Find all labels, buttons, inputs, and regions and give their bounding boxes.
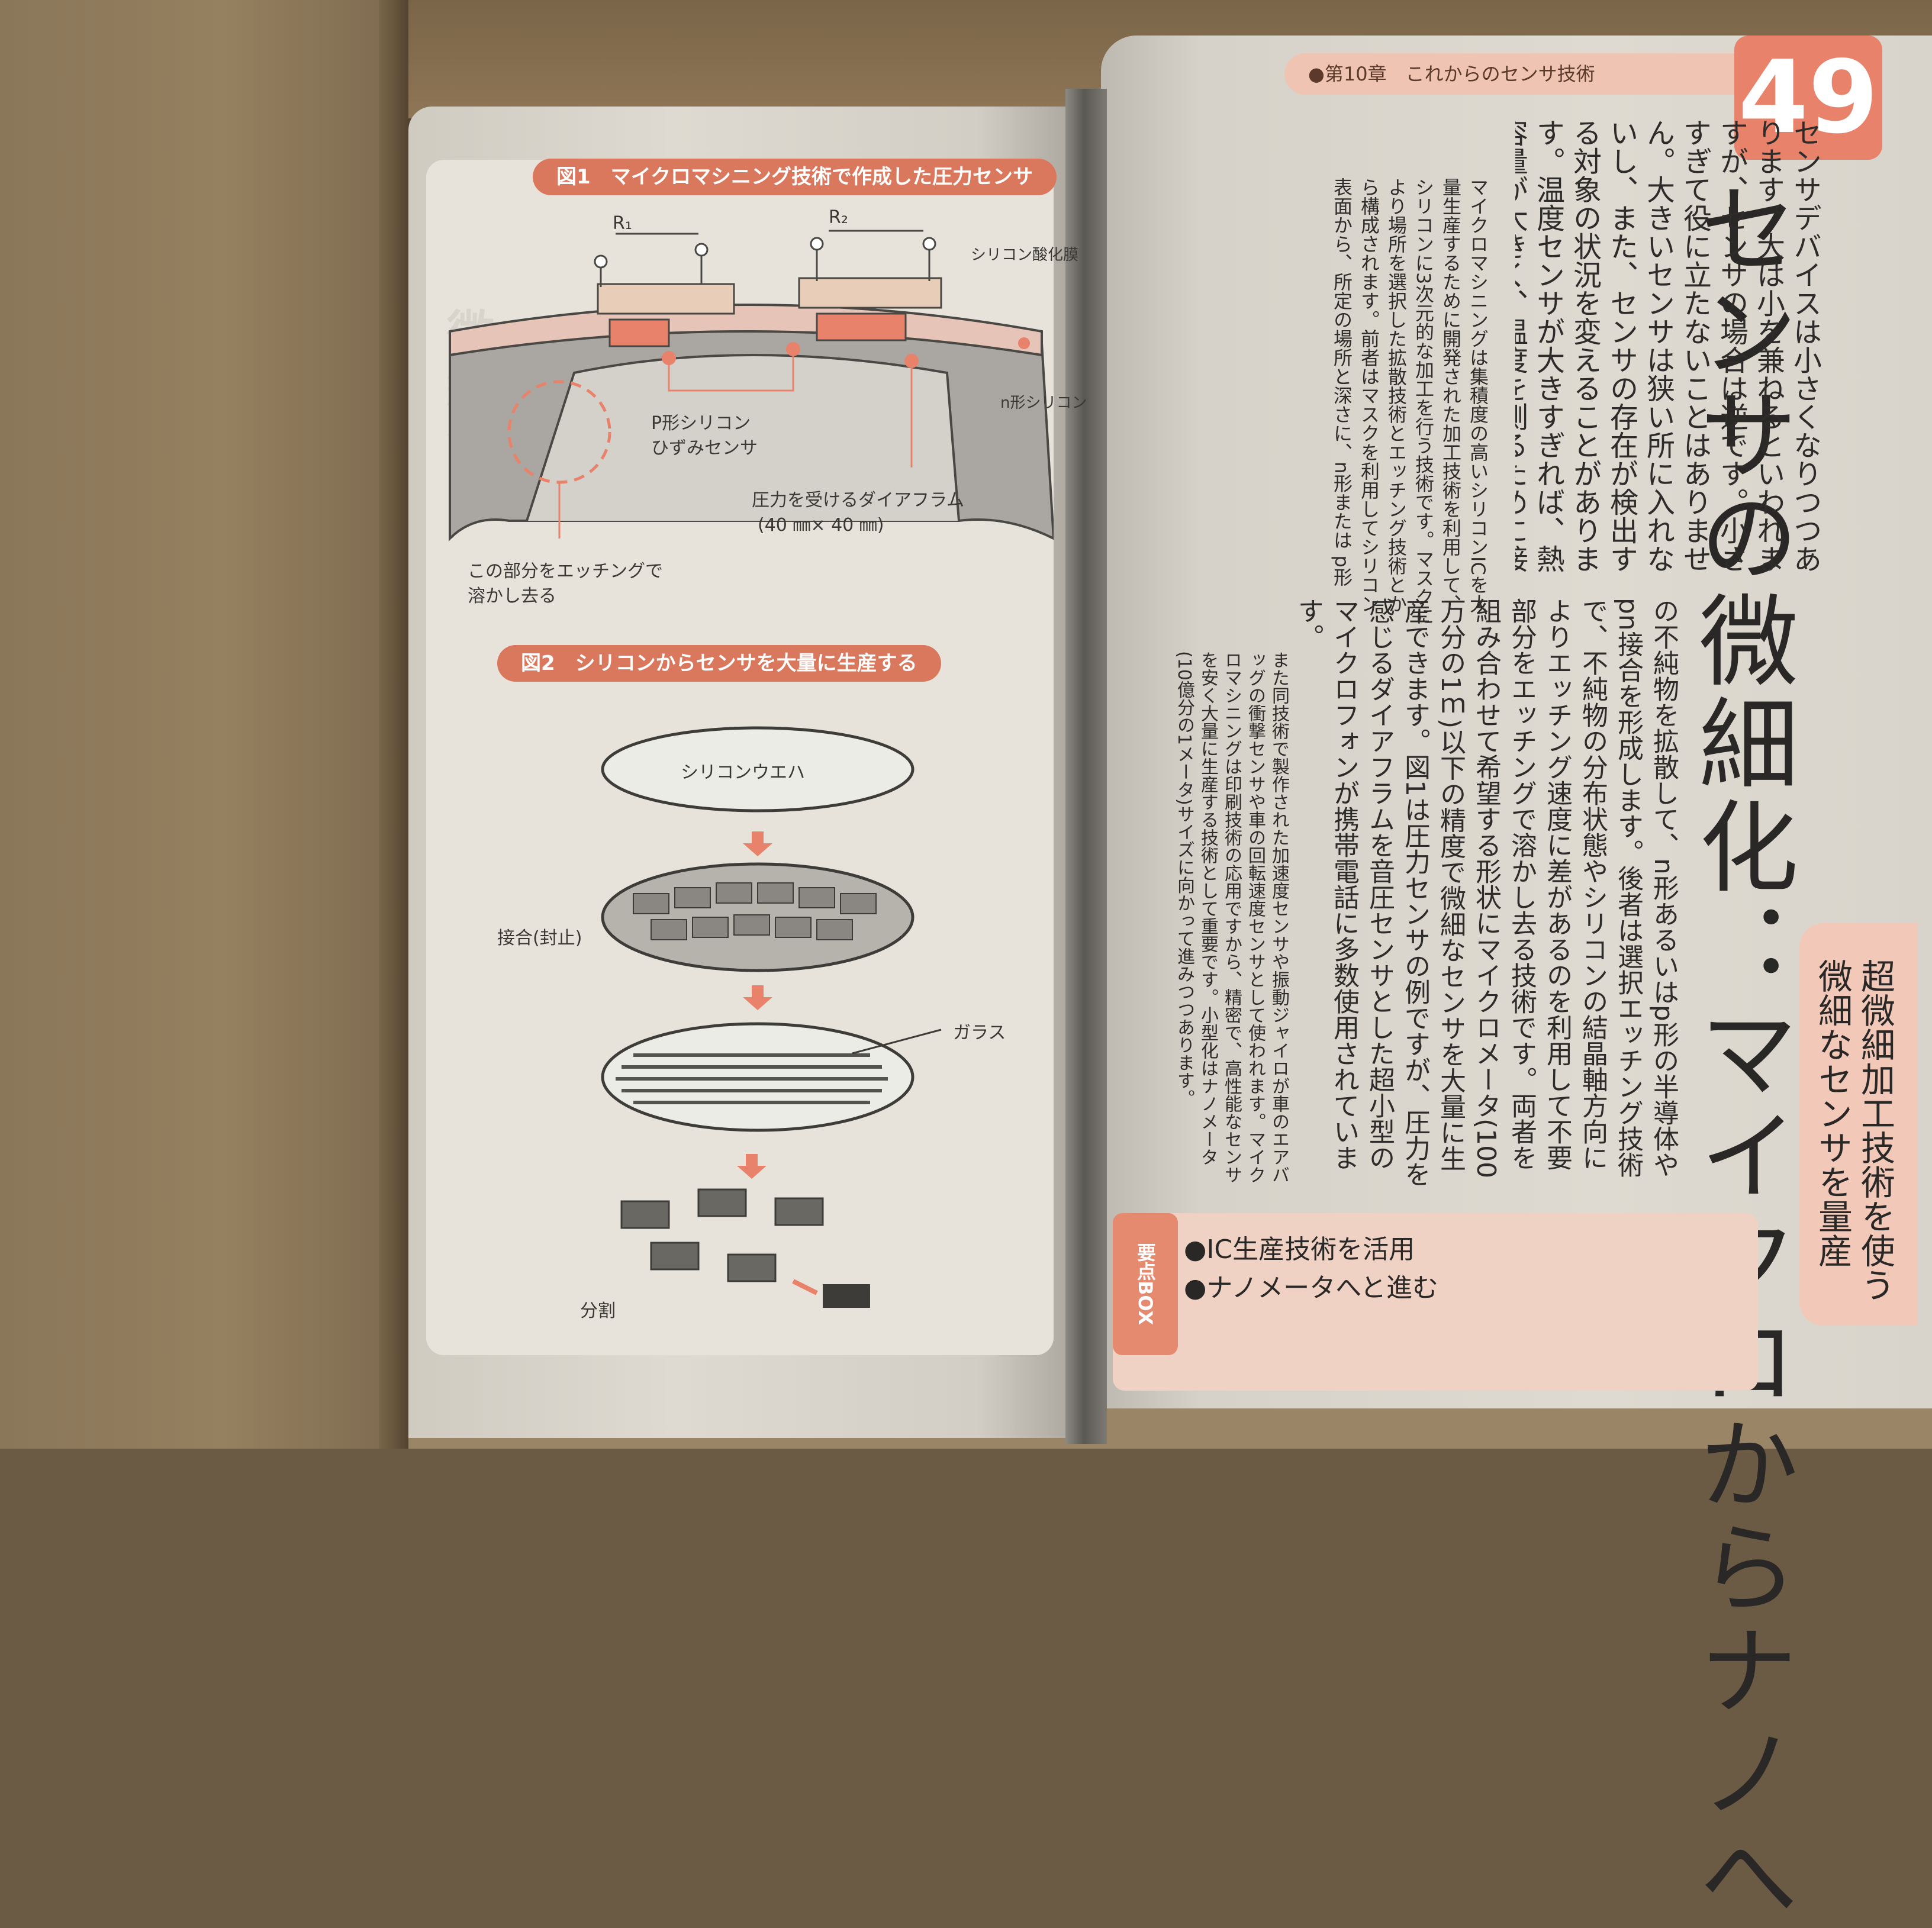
book-gutter xyxy=(1065,89,1107,1444)
subcaption-line-2: 微細なセンサを量産 xyxy=(1812,959,1853,1268)
key-points-label: 要点BOX xyxy=(1113,1213,1178,1355)
label-n-silicon: n形シリコン xyxy=(1000,394,1087,412)
key-point-1: ●IC生産技術を活用 xyxy=(1184,1234,1415,1265)
section-number: 49 xyxy=(1734,36,1882,160)
body-paragraph-2: マイクロマシニングは集積度の高いシリコンICを大量生産するために開発された加工技… xyxy=(1331,178,1489,626)
label-r2: R₂ xyxy=(829,207,848,228)
label-diaphragm-size: (40 ㎜× 40 ㎜) xyxy=(758,515,884,536)
label-strain-sensor: ひずみセンサ xyxy=(651,438,758,459)
figure-2-title: 図2 シリコンからセンサを大量に生産する xyxy=(497,645,941,682)
subcaption: 超微細加工技術を使う 微細なセンサを量産 xyxy=(1811,959,1896,1314)
figure-1-title: 図1 マイクロマシニング技術で作成した圧力センサ xyxy=(533,159,1057,195)
label-split: 分割 xyxy=(580,1301,616,1321)
label-etch-2: 溶かし去る xyxy=(468,586,556,607)
body-paragraph-3: の不純物を拡散して、n形あるいはp形の半導体やpn接合を形成します。後者は選択エ… xyxy=(1293,598,1679,1187)
cardboard-background xyxy=(0,0,408,1449)
label-r1: R₁ xyxy=(613,213,632,234)
label-etch: この部分をエッチングで xyxy=(468,561,663,582)
key-point-2: ●ナノメータへと進む xyxy=(1184,1273,1438,1303)
label-diaphragm: 圧力を受けるダイアフラム xyxy=(752,490,965,511)
subcaption-line-1: 超微細加工技術を使う xyxy=(1855,959,1895,1302)
label-bond: 接合(封止) xyxy=(497,928,582,949)
label-glass: ガラス xyxy=(953,1023,1006,1043)
body-paragraph-4: また同技術で製作された加速度センサや振動ジャイロが車のエアバッグの衝撃センサや車… xyxy=(1174,651,1289,1184)
key-points-box xyxy=(1113,1213,1758,1391)
wafer-production-diagram xyxy=(601,726,942,1308)
label-oxide: シリコン酸化膜 xyxy=(971,246,1079,264)
label-wafer: シリコンウエハ xyxy=(681,762,805,783)
body-paragraph-1: センサデバイスは小さくなりつつあります。大は小を兼ねるといわれますが、センサの場… xyxy=(1515,118,1821,573)
right-page xyxy=(1101,36,1932,1408)
chapter-header: ●第10章 これからのセンサ技術 xyxy=(1284,53,1752,95)
subcaption-panel xyxy=(1799,923,1918,1326)
label-p-silicon: P形シリコン xyxy=(651,413,751,434)
pressure-sensor-diagram xyxy=(449,230,1054,541)
